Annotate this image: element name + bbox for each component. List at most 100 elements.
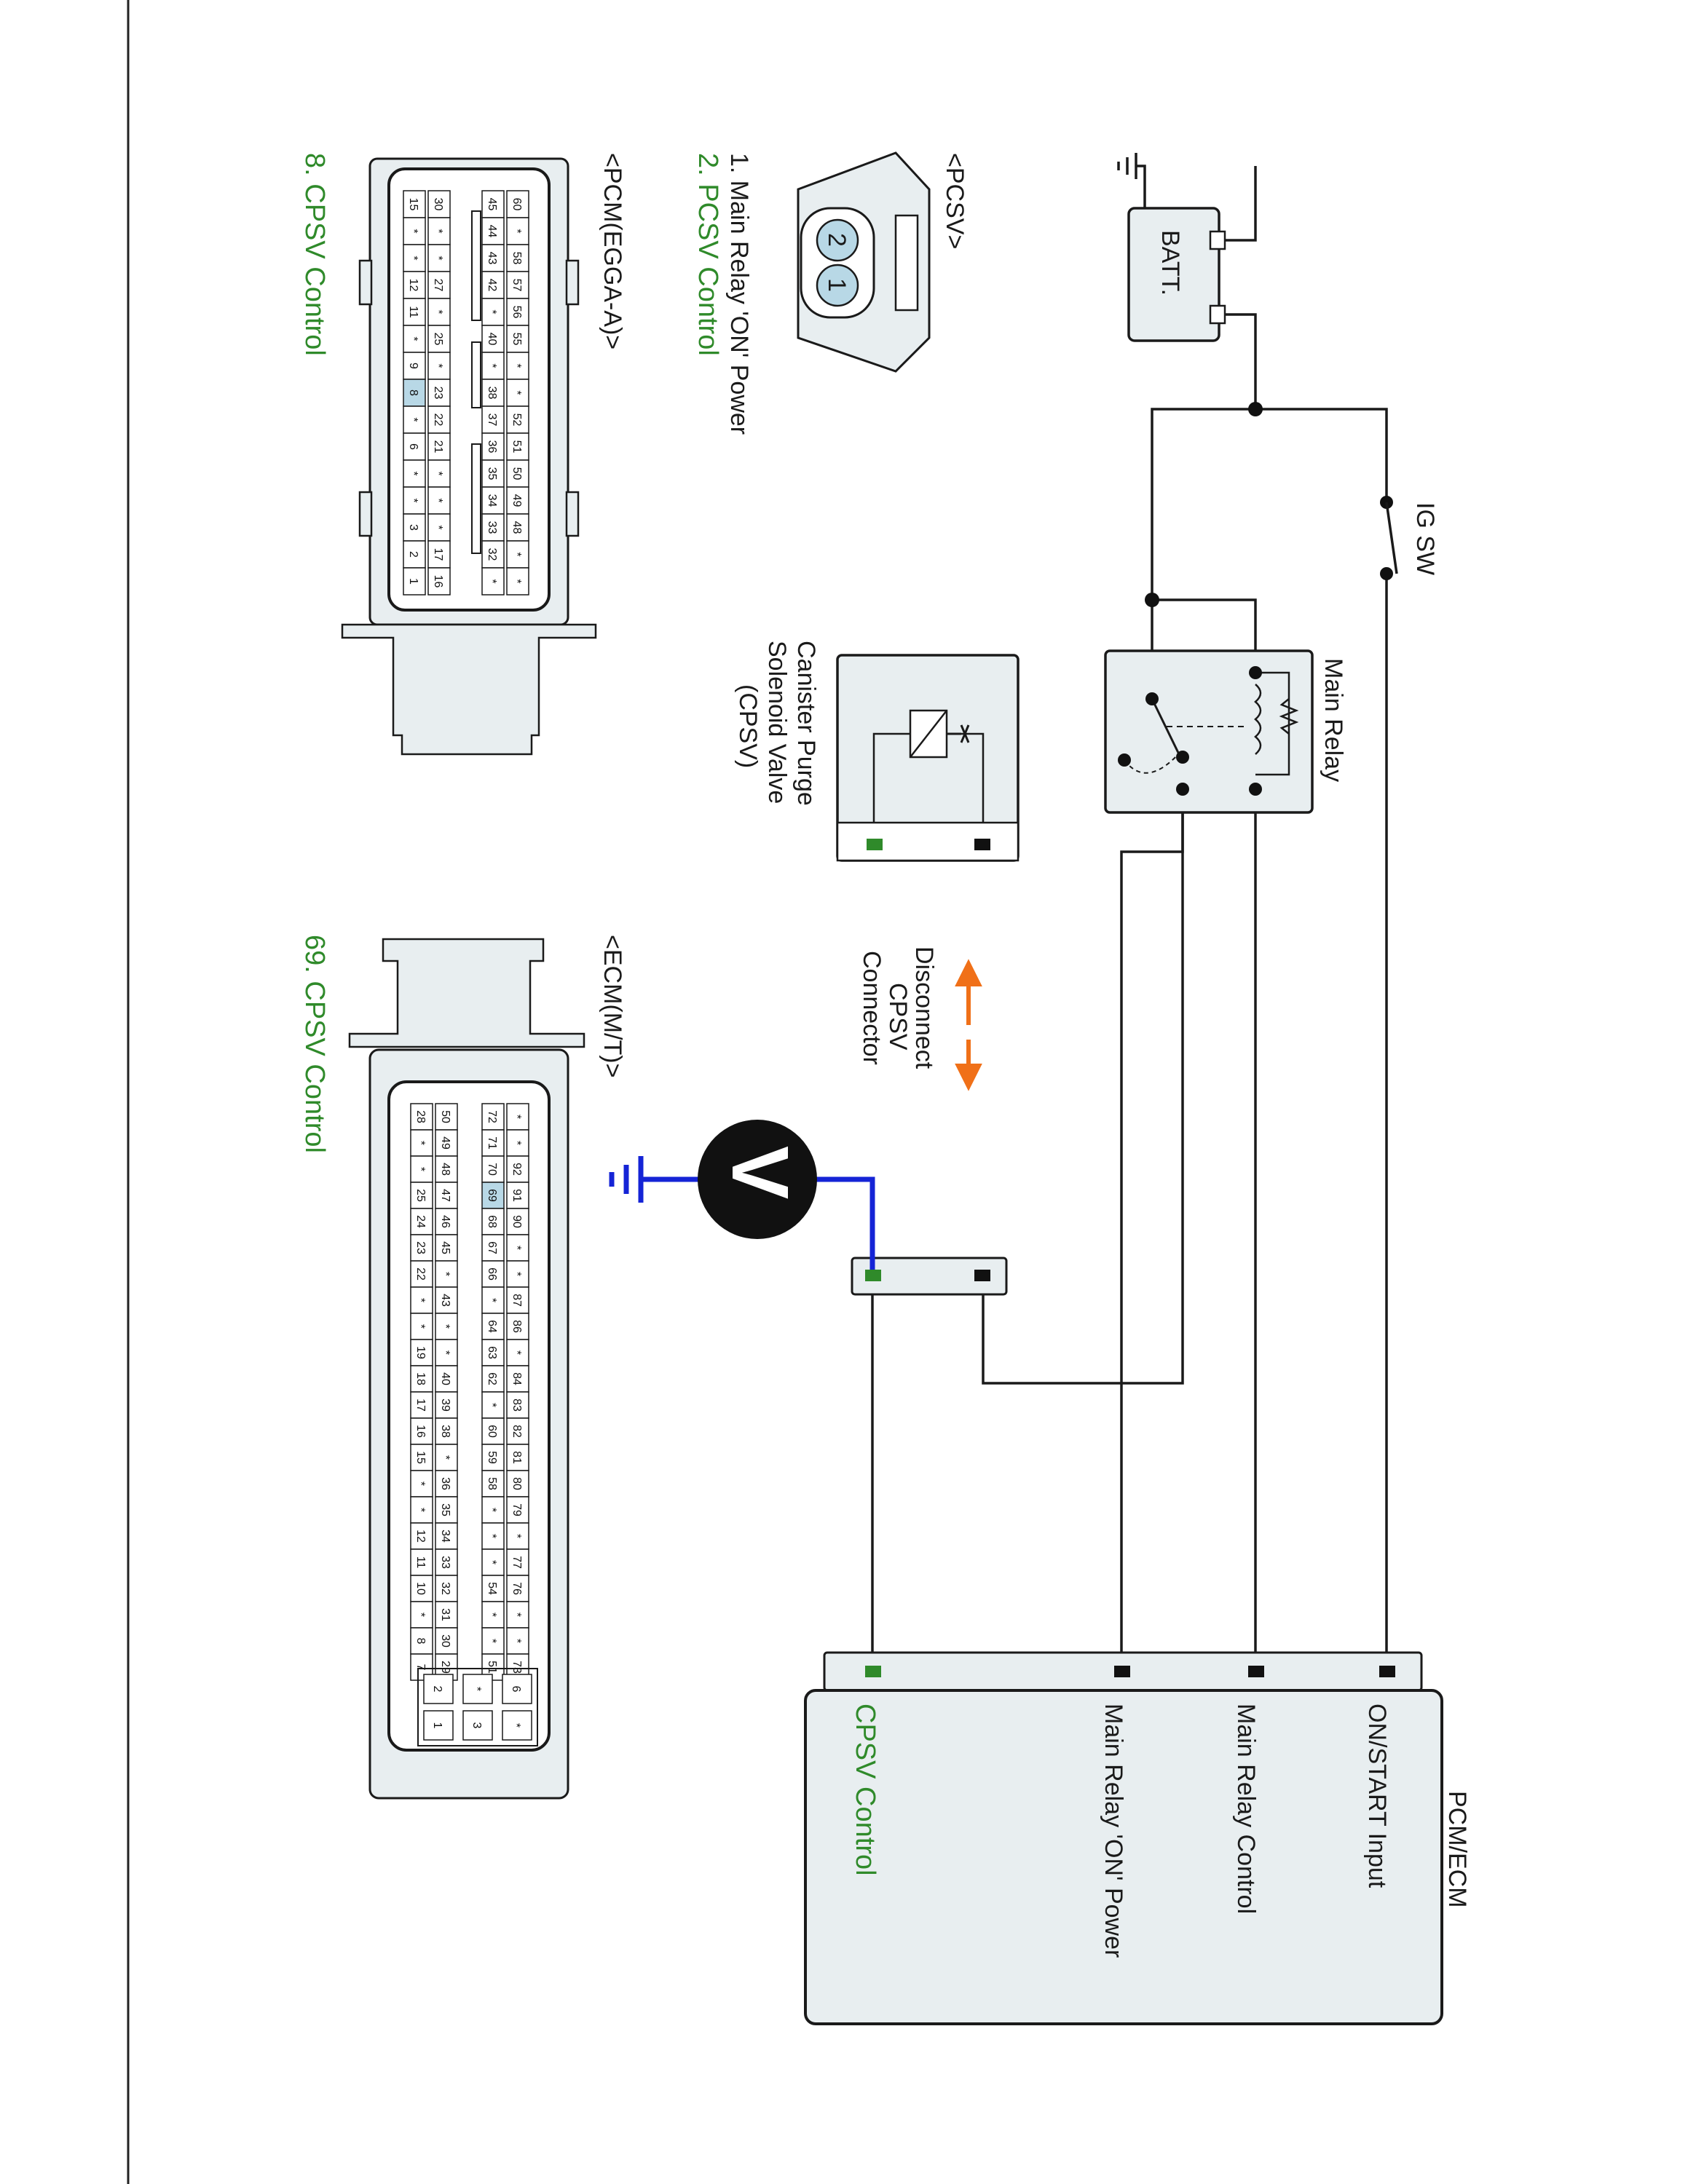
pin-cell — [481, 1417, 505, 1445]
pin-cell — [435, 1313, 458, 1340]
pin-label: 46 — [439, 1215, 451, 1228]
ecm-mt-connector: <ECM(M/T)> **929190**8786*848382818079*7… — [299, 935, 626, 1800]
pin-label: * — [432, 229, 444, 233]
pin-label: 30 — [439, 1634, 451, 1647]
pin-cell — [481, 1548, 505, 1576]
pin-cell — [481, 1234, 505, 1262]
pin-cell — [481, 405, 505, 434]
pcsv-connector: <PCSV> 2 1 1. Main Relay 'ON' Power 2. P… — [693, 151, 969, 435]
pin-label: 17 — [432, 548, 444, 561]
pin-cell — [410, 1575, 433, 1602]
pin-label: 12 — [414, 1530, 427, 1543]
pin-cell — [506, 459, 529, 488]
pin-cell — [410, 1103, 433, 1131]
pin-label: 38 — [486, 387, 498, 400]
pin-cell — [481, 1208, 505, 1235]
pin-cell — [403, 486, 426, 515]
pin-cell — [427, 459, 451, 488]
pin-label: 45 — [486, 198, 498, 211]
pin-label: * — [510, 579, 523, 583]
pin-label: * — [414, 1141, 427, 1145]
pin-cell — [481, 379, 505, 407]
pcm-egga-note: 8. CPSV Control — [299, 153, 330, 356]
pin-label: 17 — [414, 1398, 427, 1412]
pin-label: 33 — [486, 521, 498, 534]
pin-cell — [506, 1339, 529, 1366]
pin-label: * — [432, 525, 444, 529]
pin-label: * — [486, 1560, 498, 1564]
voltmeter-symbol: V — [715, 1146, 805, 1199]
pin-label: * — [414, 1613, 427, 1617]
pin-label: 31 — [439, 1608, 451, 1621]
pin-cell — [481, 1627, 505, 1655]
pin-cell — [427, 567, 451, 596]
aux-pin-label: 1 — [431, 1722, 443, 1729]
pin-cell — [427, 405, 451, 434]
main-relay-label: Main Relay — [1320, 658, 1347, 782]
pcm-ecm-module: PCM/ECM ON/START Input Main Relay Contro… — [804, 1651, 1471, 2025]
cpsv-label-line3: (CPSV) — [734, 684, 762, 768]
pin-label: * — [407, 417, 419, 422]
pin-label: 23 — [432, 387, 444, 400]
pin-cell — [410, 1365, 433, 1393]
pin-cell — [481, 1129, 505, 1157]
aux-pin-cell — [502, 1674, 532, 1704]
pin-cell — [410, 1313, 433, 1340]
pin-label: * — [486, 579, 498, 583]
terminal-cpsv-control: CPSV Control — [850, 1704, 880, 1876]
pin-label: 73 — [510, 1661, 523, 1674]
pin-label: 51 — [510, 440, 523, 454]
pin-cell — [506, 1155, 529, 1183]
pin-cell — [506, 1575, 529, 1602]
pin-cell — [410, 1522, 433, 1550]
terminal-main-relay-on-power: Main Relay 'ON' Power — [1100, 1704, 1127, 1958]
pin-cell — [506, 1260, 529, 1288]
pin-cell — [435, 1286, 458, 1314]
pin-label: 56 — [510, 306, 523, 319]
pin-label: 58 — [486, 1477, 498, 1490]
aux-pin-cell — [462, 1710, 493, 1741]
pin-label: 87 — [510, 1294, 523, 1307]
pin-label: 54 — [486, 1582, 498, 1595]
pin-label: 19 — [414, 1346, 427, 1359]
pcsv-title: <PCSV> — [941, 153, 969, 249]
pin-label: * — [486, 363, 498, 368]
cpsv-label-line2: Solenoid Valve — [763, 641, 791, 804]
pin-label: * — [486, 1613, 498, 1617]
pin-label: 91 — [510, 1189, 523, 1202]
pin-label: 40 — [439, 1372, 451, 1385]
pin-cell — [481, 486, 505, 515]
pin-cell — [435, 1260, 458, 1288]
pin-label: * — [439, 1324, 451, 1329]
pin-label: * — [414, 1508, 427, 1512]
pin-label: 82 — [510, 1425, 523, 1438]
pin-cell — [506, 379, 529, 407]
pin-label: 15 — [414, 1451, 427, 1464]
pin-cell — [403, 352, 426, 380]
pin-cell — [435, 1155, 458, 1183]
pcsv-note-2: 2. PCSV Control — [693, 153, 723, 356]
pin-label: 67 — [486, 1241, 498, 1254]
pin-label: 77 — [510, 1556, 523, 1569]
pin-cell — [435, 1470, 458, 1497]
pin-label: * — [510, 229, 523, 233]
disconnect-line1: Disconnect — [910, 946, 938, 1069]
pin-label: 49 — [510, 494, 523, 507]
pin-cell — [410, 1182, 433, 1209]
pin-label: 16 — [432, 575, 444, 588]
pin-cell — [403, 432, 426, 461]
aux-pin-cell — [462, 1674, 493, 1704]
pin-label: 29 — [439, 1661, 451, 1674]
pcm-egga-title: <PCM(EGGA-A)> — [599, 153, 626, 349]
pin-cell — [506, 1208, 529, 1235]
pin-label: * — [486, 1508, 498, 1512]
pin-cell — [506, 325, 529, 353]
pin-label: * — [510, 1350, 523, 1355]
pin-label: 1 — [407, 578, 419, 585]
pin-cell — [481, 1575, 505, 1602]
pin-cell — [410, 1627, 433, 1655]
pin-label: * — [414, 1481, 427, 1486]
pin-label: * — [432, 498, 444, 502]
cpsv-harness-connector — [851, 1257, 1008, 1296]
